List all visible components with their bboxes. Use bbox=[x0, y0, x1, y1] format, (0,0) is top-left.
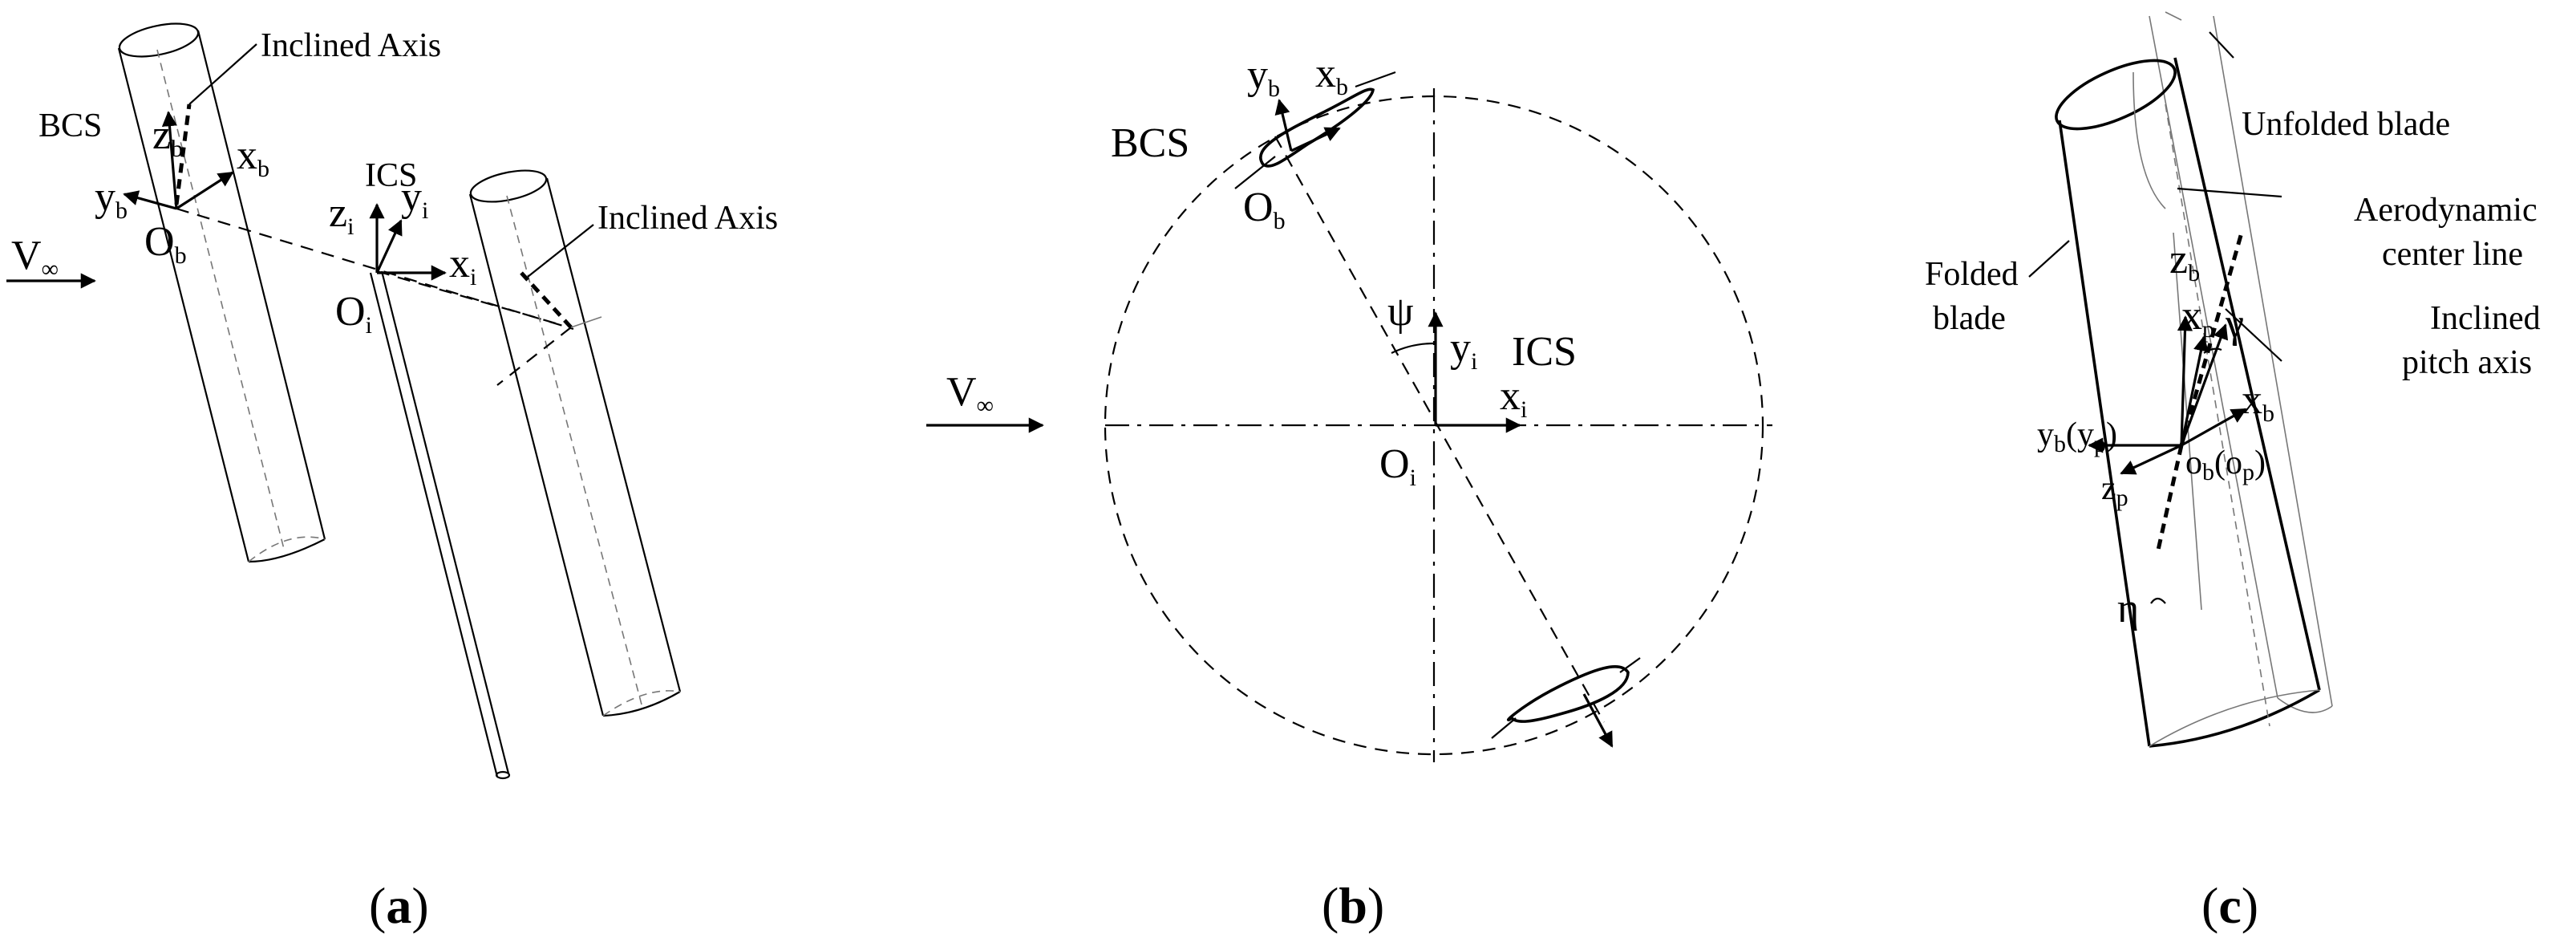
x-b-label: xb bbox=[237, 132, 269, 182]
yb-yp-label: yb(yp) bbox=[2037, 416, 2117, 457]
top-airfoil bbox=[1234, 71, 1396, 189]
ics-axes bbox=[369, 203, 447, 281]
inclined-pitch-axis-line bbox=[2179, 232, 2244, 446]
inclined-pitch-label-2: pitch axis bbox=[2402, 344, 2532, 381]
inclined-pitch-label-1: Inclined bbox=[2430, 300, 2541, 337]
folded-blade bbox=[2055, 57, 2321, 748]
right-blade-axes bbox=[496, 224, 602, 386]
blade-axes-c bbox=[2088, 315, 2247, 604]
o-b-label: Ob bbox=[144, 219, 187, 269]
left-blade-axes bbox=[123, 43, 257, 210]
rotor-shaft bbox=[369, 270, 511, 780]
aero-center-label-2: center line bbox=[2382, 236, 2523, 273]
panel-b: yb xb BCS Ob ψ yi ICS xi Oi V∞ (b) bbox=[926, 51, 1772, 934]
ics-label: ICS bbox=[365, 157, 417, 194]
x-b-label-b: xb bbox=[1315, 51, 1348, 100]
z-i-label: zi bbox=[329, 190, 354, 240]
unfolded-blade-label: Unfolded blade bbox=[2242, 106, 2450, 143]
y-b-label-b: yb bbox=[1247, 52, 1280, 102]
x-p-label-c: xp bbox=[2181, 293, 2214, 343]
o-i-label-b: Oi bbox=[1379, 441, 1416, 491]
x-i-label: xi bbox=[449, 241, 476, 290]
folded-blade-label-1: Folded bbox=[1925, 256, 2019, 293]
pitch-axis-lower bbox=[2155, 445, 2184, 554]
y-i-label-b: yi bbox=[1450, 325, 1477, 375]
folded-blade-label-2: blade bbox=[1933, 300, 2006, 337]
x-b-label-c: xb bbox=[2242, 377, 2274, 427]
inclined-axis-right-label: Inclined Axis bbox=[597, 200, 778, 237]
v-inf-label: V∞ bbox=[11, 233, 59, 282]
y-i-label: yi bbox=[401, 174, 428, 224]
caption-b: (b) bbox=[1322, 877, 1384, 934]
caption-a: (a) bbox=[369, 877, 429, 934]
y-b-label: yb bbox=[95, 174, 128, 224]
bcs-label-b: BCS bbox=[1111, 120, 1189, 166]
caption-c: (c) bbox=[2201, 877, 2258, 934]
bcs-label: BCS bbox=[38, 108, 102, 144]
gamma-label: γ bbox=[2225, 301, 2244, 347]
right-blade bbox=[468, 169, 682, 717]
v-inf-label-b: V∞ bbox=[946, 369, 994, 419]
leader-pitch bbox=[2225, 308, 2282, 362]
eta-label: η bbox=[2117, 586, 2139, 631]
x-i-label-b: xi bbox=[1500, 373, 1527, 423]
leader-aero bbox=[2177, 187, 2282, 198]
panel-a: Inclined Axis BCS zb xb yb Ob V∞ ICS zi … bbox=[6, 22, 778, 934]
psi-arc bbox=[1391, 342, 1435, 354]
o-b-label-b: Ob bbox=[1243, 185, 1286, 234]
left-blade bbox=[117, 22, 326, 563]
psi-label: ψ bbox=[1387, 289, 1414, 335]
panel-c: Unfolded blade Aerodynamic center line F… bbox=[1925, 11, 2541, 934]
o-i-label: Oi bbox=[335, 289, 372, 339]
leader-folded bbox=[2028, 240, 2070, 278]
z-b-label: zb bbox=[152, 112, 183, 162]
ob-op-label: ob(op) bbox=[2185, 445, 2266, 485]
aero-center-label-1: Aerodynamic bbox=[2354, 192, 2538, 229]
z-b-label-c: zb bbox=[2169, 237, 2200, 286]
bottom-airfoil bbox=[1491, 657, 1641, 748]
ics-label-b: ICS bbox=[1512, 329, 1577, 375]
z-p-label-c: zp bbox=[2101, 470, 2128, 511]
leader-unfolded bbox=[2209, 31, 2234, 59]
inclined-axis-top-label: Inclined Axis bbox=[261, 27, 441, 64]
blade-radius-line bbox=[1274, 136, 1605, 723]
